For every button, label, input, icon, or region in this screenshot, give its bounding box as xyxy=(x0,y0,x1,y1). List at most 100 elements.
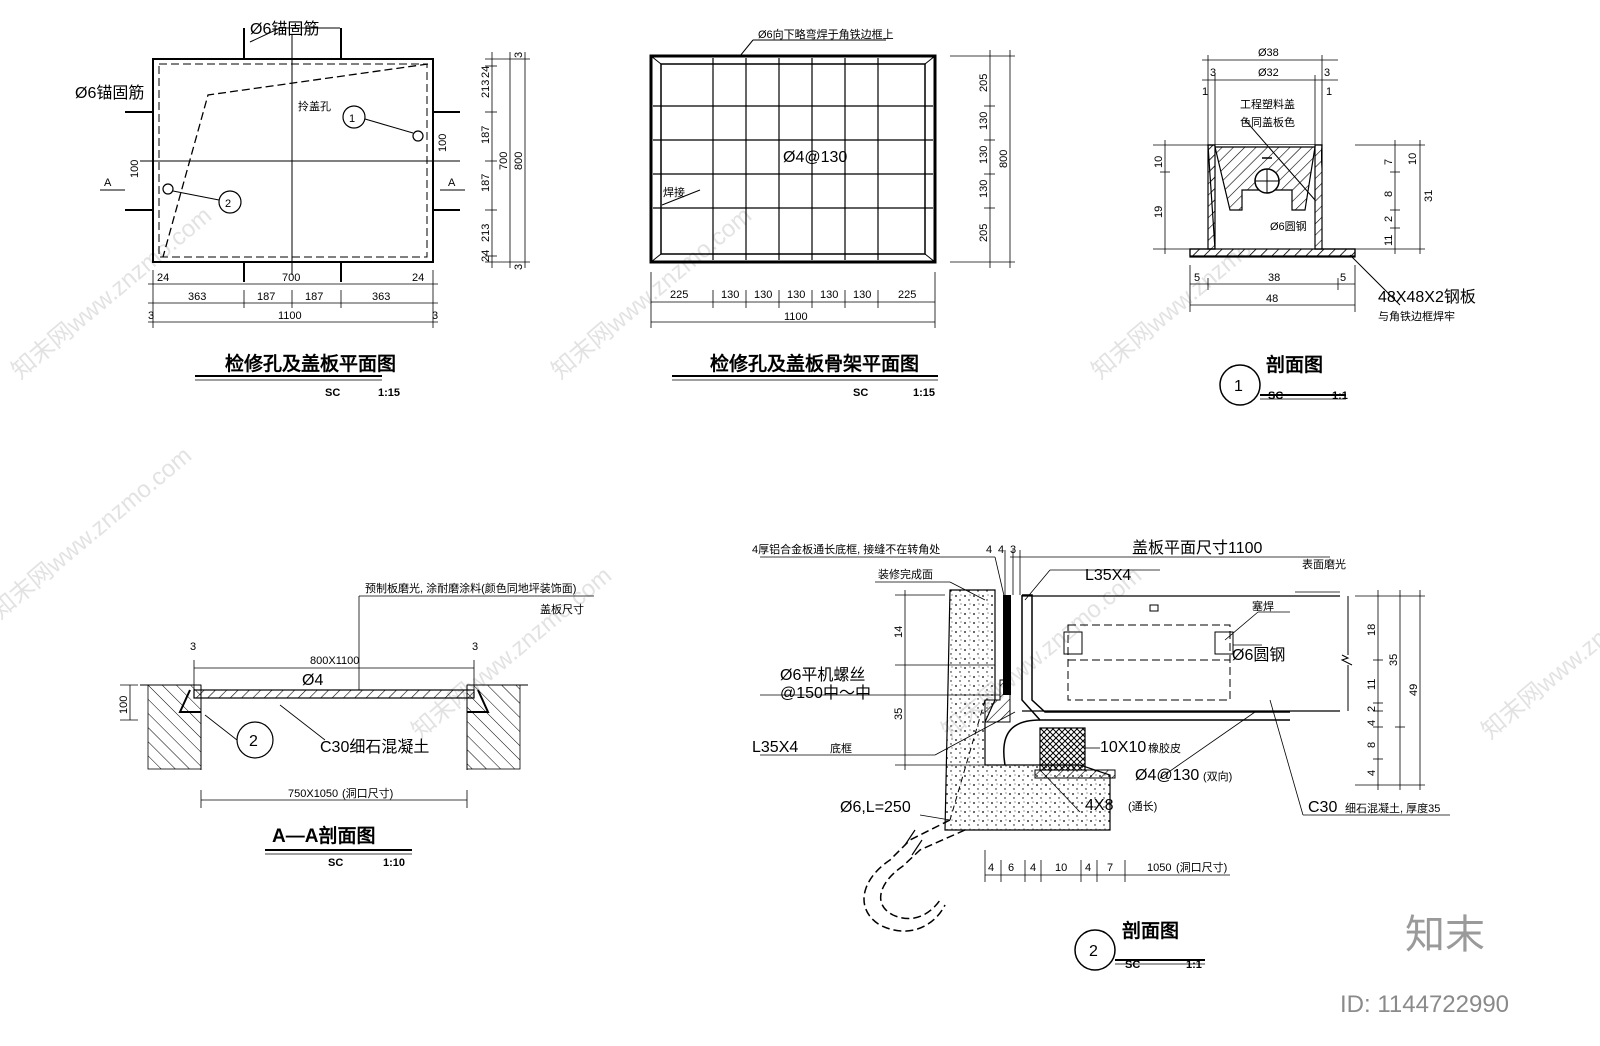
strip-note: (通长) xyxy=(1128,800,1157,813)
dim-label: 19 xyxy=(1153,206,1165,218)
rubber-note: 橡胶皮 xyxy=(1148,741,1181,755)
dim-label: 700 xyxy=(282,272,300,284)
dim-label: 10 xyxy=(1153,156,1165,168)
dim-label: 4 xyxy=(1085,862,1091,874)
concrete-note: 细石混凝土, 厚度35 xyxy=(1345,801,1440,815)
dim-label: 100 xyxy=(118,696,130,714)
dim-label: 11 xyxy=(1366,679,1378,690)
rebar-label: Ø4 xyxy=(302,672,323,689)
dim-label: 10 xyxy=(1055,862,1067,874)
scale-prefix: SC xyxy=(1125,959,1140,971)
dim-label: Ø32 xyxy=(1258,67,1279,79)
dim-label: 5 xyxy=(1194,272,1200,284)
dim-label: 800 xyxy=(513,152,525,170)
scale-value: 1:10 xyxy=(383,857,405,869)
dim-label: 130 xyxy=(754,289,772,301)
dim-label: 1100 xyxy=(784,311,808,323)
dim-label: 3 xyxy=(1324,67,1330,79)
view-title: 检修孔及盖板骨架平面图 xyxy=(710,352,919,375)
dim-label: 187 xyxy=(480,126,492,144)
view-title: 剖面图 xyxy=(1122,919,1179,942)
dim-label: 1 xyxy=(1326,86,1332,98)
section-2-labels: 4厚铝合金板通长底框, 接缝不在转角处 4 4 3 盖板平面尺寸1100 表面磨… xyxy=(752,539,1440,971)
dim-label: 24 xyxy=(157,272,169,284)
scale-value: 1:15 xyxy=(913,387,935,399)
frame-note: Ø6向下略弯焊于角铁边框上 xyxy=(758,27,894,41)
rebar-label: Ø6锚固筋 xyxy=(75,84,144,102)
scale-prefix: SC xyxy=(853,387,868,399)
dim-label: 205 xyxy=(978,224,990,242)
watermark-text: 知末网www.znzmo.com xyxy=(1477,562,1600,745)
color-note: 色同盖板色 xyxy=(1240,115,1295,129)
anchor-label: Ø6,L=250 xyxy=(840,799,911,816)
dim-label: 4 xyxy=(998,544,1004,556)
dim-label: 187 xyxy=(480,174,492,192)
dim-label: 35 xyxy=(893,708,905,720)
plate-note-2: 与角铁边框焊牢 xyxy=(1378,309,1455,323)
dim-label: 48 xyxy=(1266,293,1278,305)
mesh-label: Ø4@130 xyxy=(783,149,847,166)
dim-label: 7 xyxy=(1107,862,1113,874)
dim-label: 35 xyxy=(1388,654,1400,666)
dim-label: 205 xyxy=(978,74,990,92)
dim-label: 187 xyxy=(305,291,323,303)
strip-label: 4X8 xyxy=(1085,797,1114,814)
mesh-label: Ø4@130 xyxy=(1135,767,1199,784)
plan-view xyxy=(100,27,530,381)
section-1-labels: Ø38 Ø32 3 3 1 1 工程塑料盖 色同盖板色 Ø6圆钢 10 19 7… xyxy=(1153,47,1476,402)
section-cut-label: A xyxy=(104,177,112,189)
dim-label: 5 xyxy=(1340,272,1346,284)
dim-label: 3 xyxy=(472,641,478,653)
dim-label: 14 xyxy=(893,626,905,638)
watermark-text: 知末网www.znzmo.com xyxy=(0,442,197,625)
section-2-view xyxy=(760,550,1450,971)
dim-label: 100 xyxy=(129,160,141,178)
dim-label: 31 xyxy=(1423,190,1435,202)
bolt-spacing-label: @150中～中 xyxy=(780,684,871,702)
view-title: A—A剖面图 xyxy=(272,824,375,847)
opening-note: (洞口尺寸) xyxy=(342,786,393,800)
dim-label: 213 xyxy=(480,224,492,242)
dim-label: 24 xyxy=(480,66,492,78)
dim-label: 3 xyxy=(1210,67,1216,79)
dim-label: 8 xyxy=(1366,742,1378,748)
dim-label: 213 xyxy=(480,80,492,98)
dim-label: 3 xyxy=(148,310,154,322)
dim-label: 8 xyxy=(1383,191,1395,197)
dim-label: 49 xyxy=(1408,684,1420,696)
dim-label: 11 xyxy=(1383,235,1395,246)
image-id-text: ID: 1144722990 xyxy=(1340,991,1509,1018)
dim-label: 3 xyxy=(513,264,525,270)
dim-label: 750X1050 xyxy=(288,788,338,800)
watermark-text: 知末网www.znzmo.com xyxy=(7,202,217,385)
weld-label: 焊接 xyxy=(663,185,685,199)
section-cut-label: A xyxy=(448,177,456,189)
surface-note: 表面磨光 xyxy=(1302,557,1346,571)
dim-label: 10 xyxy=(1407,153,1419,165)
cover-finish-note: 预制板磨光, 涂耐磨涂料(颜色同地坪装饰面) xyxy=(365,581,576,595)
finish-note: 装修完成面 xyxy=(878,567,933,581)
dim-label: 800 xyxy=(998,150,1010,168)
plastic-cover-note: 工程塑料盖 xyxy=(1240,97,1295,111)
section-aa-labels: 预制板磨光, 涂耐磨涂料(颜色同地坪装饰面) 盖板尺寸 3 3 800X1100… xyxy=(118,581,584,869)
opening-note: (洞口尺寸) xyxy=(1176,860,1227,874)
dim-label: 187 xyxy=(257,291,275,303)
plate-note: 48X48X2钢板 xyxy=(1378,288,1476,306)
bolt-label: Ø6平机螺丝 xyxy=(780,666,865,684)
dim-label: 700 xyxy=(498,152,510,170)
dim-label: 4 xyxy=(1030,862,1036,874)
detail-marker-2: 2 xyxy=(1089,943,1098,960)
detail-marker-1: 1 xyxy=(349,113,355,125)
dim-label: 4 xyxy=(986,544,992,556)
dim-label: 130 xyxy=(978,112,990,130)
dim-label: 3 xyxy=(190,641,196,653)
cover-size-note: 盖板尺寸 xyxy=(540,602,584,616)
scale-value: 1:1 xyxy=(1332,390,1348,402)
cover-dim-label: 盖板平面尺寸1100 xyxy=(1132,539,1263,557)
dim-label: 18 xyxy=(1366,624,1378,636)
dim-label: 225 xyxy=(898,289,916,301)
dim-label: 4 xyxy=(1366,720,1378,726)
dim-label: 3 xyxy=(432,310,438,322)
dim-label: 24 xyxy=(480,250,492,262)
